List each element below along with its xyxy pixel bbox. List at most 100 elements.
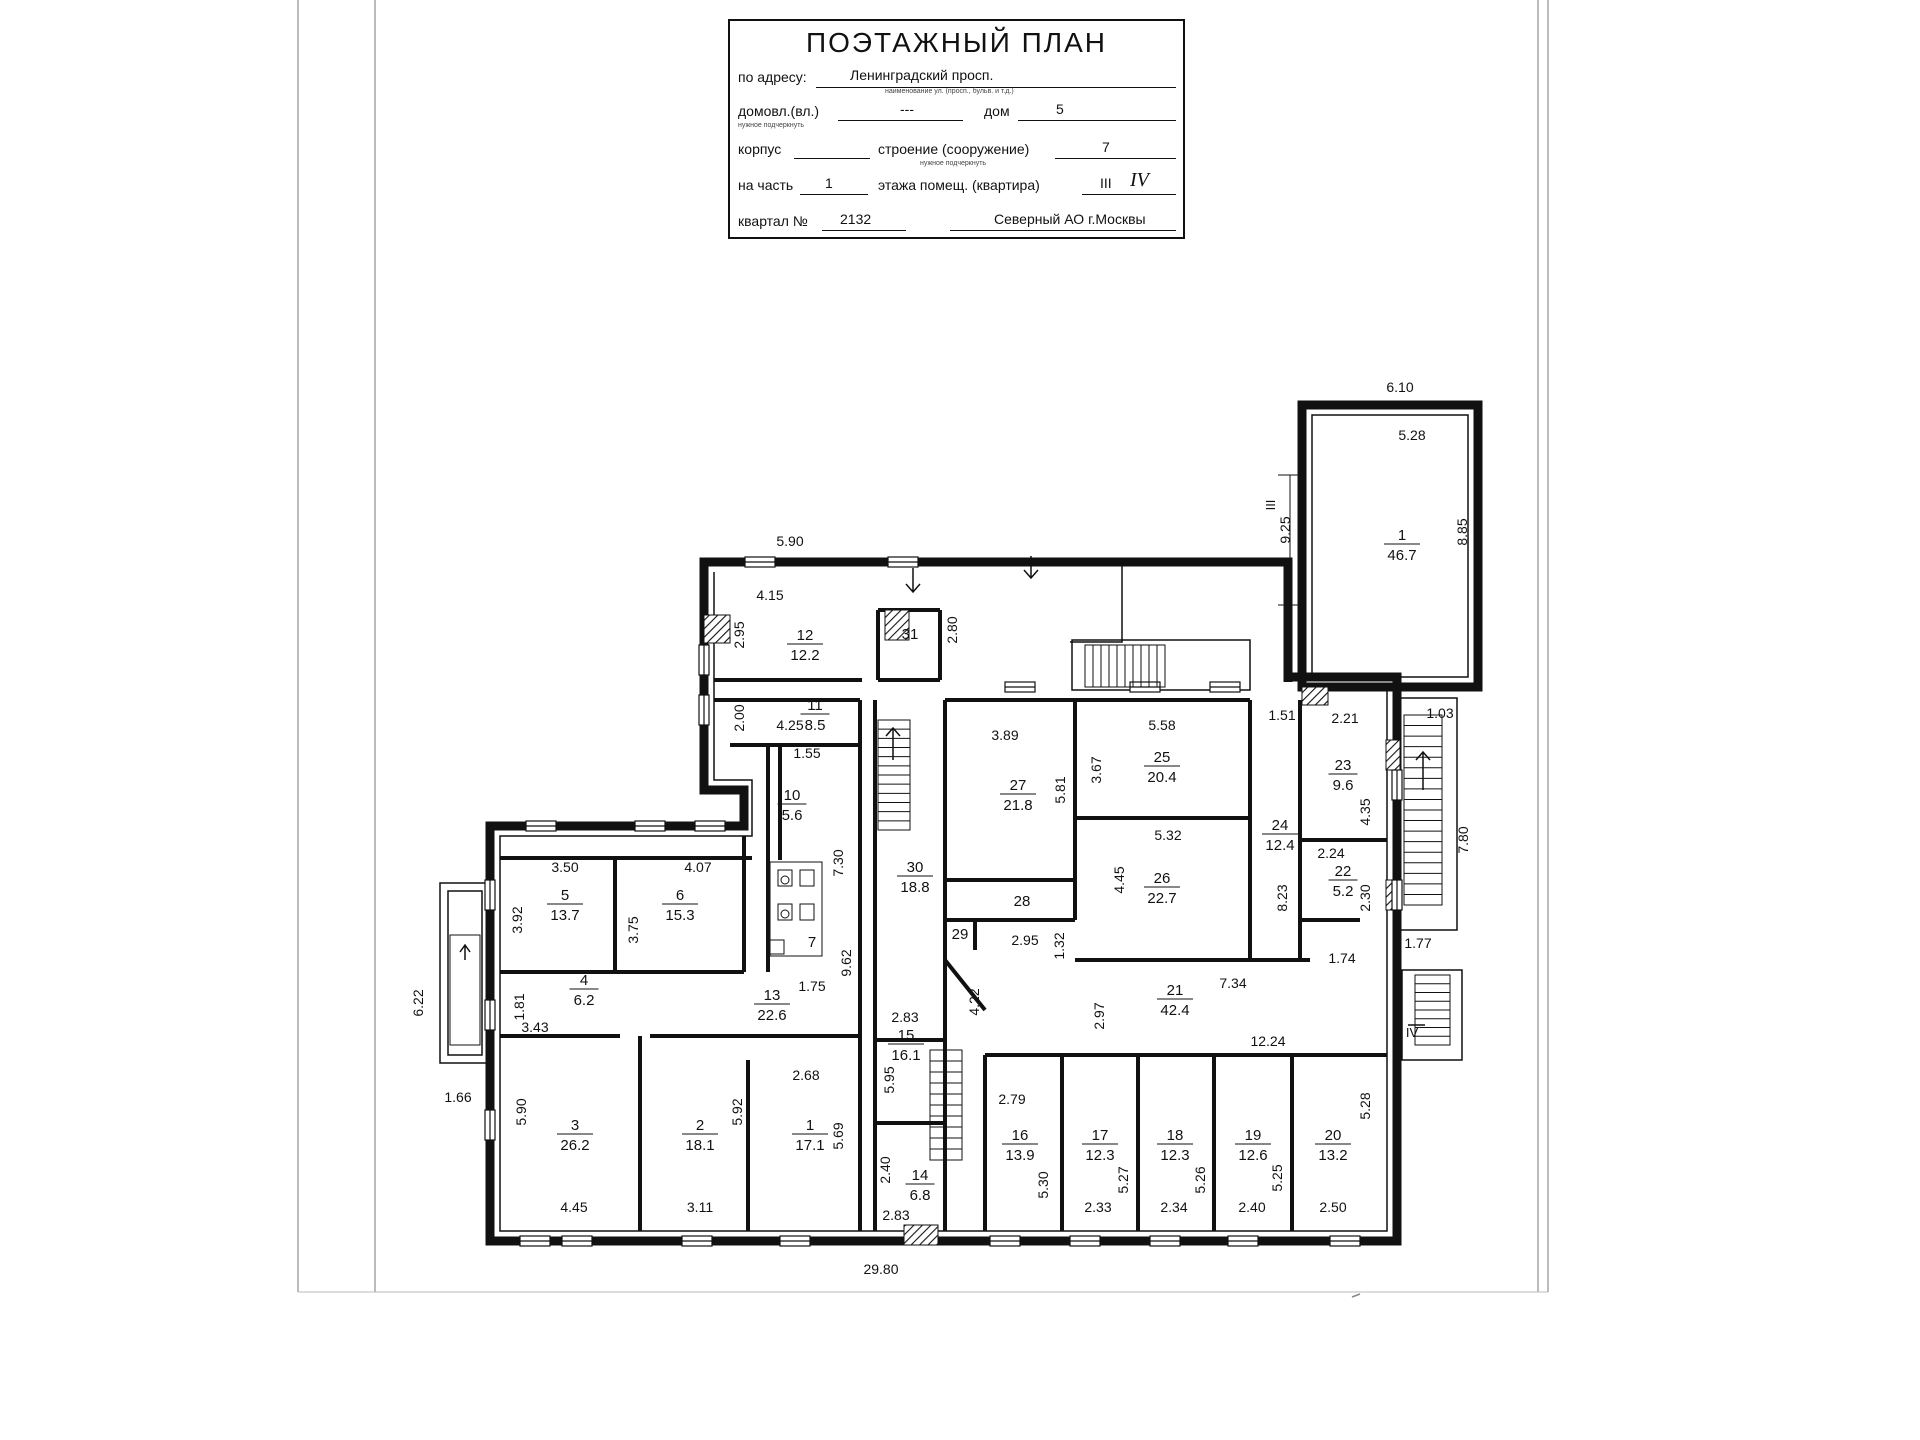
staircase-upper xyxy=(1092,645,1158,687)
household-label: домовл.(вл.) xyxy=(738,103,820,119)
dimension-label: 3.43 xyxy=(521,1019,548,1035)
arrow-up-icon xyxy=(1415,750,1431,790)
windows xyxy=(484,556,1403,1247)
dimension-label: 2.40 xyxy=(877,1156,893,1183)
staircase-15 xyxy=(930,1060,962,1150)
room-area: 20.4 xyxy=(1147,769,1176,786)
scan-mark xyxy=(1351,1293,1361,1298)
dimension-label: 5.92 xyxy=(729,1098,745,1125)
window xyxy=(1391,879,1403,911)
arrow-up-icon xyxy=(885,726,901,760)
staircases xyxy=(449,644,1451,1161)
room-label-5: 513.7 xyxy=(547,887,583,924)
dimension-label: 5.90 xyxy=(776,533,803,549)
window xyxy=(525,820,557,832)
dimension-label: 5.28 xyxy=(1398,427,1425,443)
room-number: 26 xyxy=(1154,870,1171,887)
dimension-lines xyxy=(1278,474,1302,606)
room-area: 12.3 xyxy=(1160,1147,1189,1164)
toilet-icon xyxy=(780,875,790,885)
room-number: 30 xyxy=(907,859,924,876)
dimension-label: 5.27 xyxy=(1115,1166,1131,1193)
room-area: 12.3 xyxy=(1085,1147,1114,1164)
dimension-label: 5.81 xyxy=(1052,776,1068,803)
dimension-label: 2.83 xyxy=(882,1207,909,1223)
room-number: 1 xyxy=(1398,527,1406,544)
block-label: квартал № xyxy=(738,213,808,229)
room-area: 9.6 xyxy=(1333,777,1354,794)
room-number: 18 xyxy=(1167,1127,1184,1144)
room-label-10: 105.6 xyxy=(777,787,807,824)
house-underline xyxy=(1018,120,1176,121)
block-value: 2132 xyxy=(840,211,872,227)
floor-underline xyxy=(1082,194,1176,195)
dimension-label: 3.75 xyxy=(625,916,641,943)
window xyxy=(1391,769,1403,801)
staircase-30 xyxy=(878,728,910,822)
room-number: 7 xyxy=(808,934,816,951)
room-number: 19 xyxy=(1245,1127,1262,1144)
window xyxy=(744,556,776,568)
room-labels: 146.7117.1218.1326.246.2513.7615.37105.6… xyxy=(547,527,1420,1204)
dimension-label: 1.66 xyxy=(444,1089,471,1105)
window xyxy=(1149,1235,1181,1247)
room-label-14: 146.8 xyxy=(905,1167,935,1204)
dimension-label: 29.80 xyxy=(863,1261,898,1277)
upper-courtyard-outline xyxy=(439,561,1463,1064)
dimension-label: 5.32 xyxy=(1154,827,1181,843)
dimension-label: 5.58 xyxy=(1148,717,1175,733)
window xyxy=(1329,1235,1361,1247)
building-note: нужное подчеркнуть xyxy=(920,160,987,167)
window xyxy=(1069,1235,1101,1247)
room-number: 22 xyxy=(1335,863,1352,880)
room-number: 4 xyxy=(580,972,588,989)
window xyxy=(694,820,726,832)
dimension-label: 1.75 xyxy=(798,978,825,994)
room-number: 6 xyxy=(676,887,684,904)
room-number: 5 xyxy=(561,887,569,904)
dimension-label: 7.34 xyxy=(1219,975,1246,991)
room-number: 1 xyxy=(806,1117,814,1134)
address-label: по адресу: xyxy=(738,69,807,85)
room-area: 26.2 xyxy=(560,1137,589,1154)
room-number: 23 xyxy=(1335,757,1352,774)
interior-walls xyxy=(500,608,1387,1231)
room-number: 21 xyxy=(1167,982,1184,999)
room-label-6: 615.3 xyxy=(662,887,698,924)
dimension-label: 2.34 xyxy=(1160,1199,1187,1215)
part-underline xyxy=(800,194,868,195)
window xyxy=(519,1235,551,1247)
room-area: 6.2 xyxy=(574,992,595,1009)
address-value: Ленинградский просп. xyxy=(850,67,994,83)
room-number: 24 xyxy=(1272,817,1289,834)
dimension-label: 3.89 xyxy=(991,727,1018,743)
dimension-label: 2.83 xyxy=(891,1009,918,1025)
window xyxy=(561,1235,593,1247)
dimension-label: 6.10 xyxy=(1386,379,1413,395)
dimension-label: 2.00 xyxy=(731,704,747,731)
floor-value-printed: III xyxy=(1100,175,1112,191)
room-area: 21.8 xyxy=(1003,797,1032,814)
room-label-7: 7 xyxy=(808,934,816,951)
room-area: 46.7 xyxy=(1387,547,1416,564)
room-number: 3 xyxy=(571,1117,579,1134)
dimension-label: 4.22 xyxy=(966,988,982,1015)
part-label: на часть xyxy=(738,177,794,193)
room-area: 13.2 xyxy=(1318,1147,1347,1164)
household-underline xyxy=(838,120,963,121)
window xyxy=(1004,681,1036,693)
block-underline xyxy=(822,230,906,231)
room-number: 28 xyxy=(1014,893,1031,910)
dimension-label: 2.95 xyxy=(1011,932,1038,948)
room-area: 12.6 xyxy=(1238,1147,1267,1164)
exterior-walls xyxy=(485,400,1483,1246)
house-label: дом xyxy=(984,103,1010,119)
